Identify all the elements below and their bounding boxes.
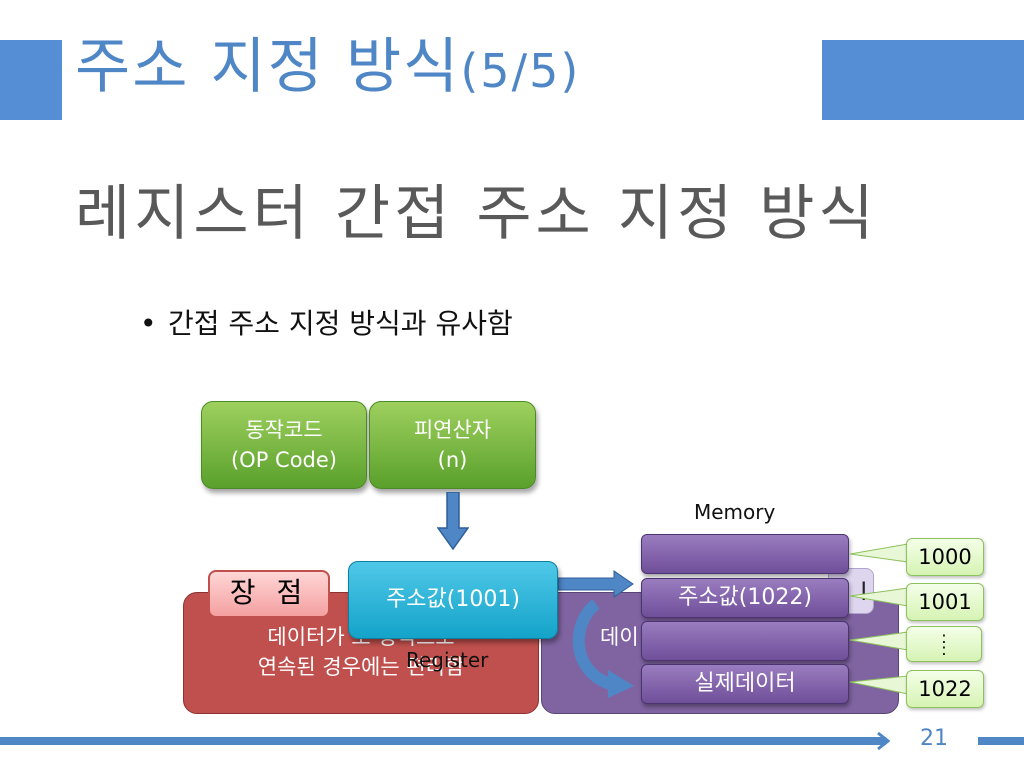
footer-rule — [0, 737, 886, 745]
advantage-line2: 연속된 경우에는 편리함 — [257, 655, 465, 679]
header-accent-right — [822, 40, 1024, 120]
slide-title-paren: (5/5) — [460, 44, 581, 98]
memory-cell-1001: 주소값(1022) — [641, 578, 849, 618]
footer-rule-right — [978, 737, 1024, 745]
bullet-item: • 간접 주소 지정 방식과 유사함 — [140, 302, 513, 346]
disadvantage-line1: 데이 — [600, 625, 639, 649]
operand-box: 피연산자 (n) — [369, 401, 536, 489]
register-label: Register — [406, 648, 489, 672]
arrow-right-icon — [558, 570, 634, 598]
address-1001: 1001 — [906, 583, 984, 621]
slide-title: 주소 지정 방식(5/5) — [75, 28, 580, 110]
operand-line1: 피연산자 — [413, 418, 492, 442]
register-box: 주소값(1001) — [348, 561, 558, 639]
memory-label: Memory — [694, 500, 776, 524]
arrow-down-icon — [437, 492, 469, 550]
memory-cell-1022: 실제데이터 — [641, 664, 849, 704]
address-1022: 1022 — [906, 670, 984, 708]
bullet-dot-icon: • — [140, 307, 157, 340]
address-1000: 1000 — [906, 538, 984, 576]
slide-title-main: 주소 지정 방식 — [75, 32, 461, 102]
address-ellipsis: : : — [906, 626, 982, 662]
address-callout-lines — [849, 543, 909, 695]
opcode-line1: 동작코드 — [245, 418, 323, 442]
curved-arrow-icon — [572, 600, 634, 698]
bullet-text: 간접 주소 지정 방식과 유사함 — [168, 307, 513, 340]
address-ellipsis-top: : — [941, 628, 947, 647]
opcode-box: 동작코드 (OP Code) — [201, 401, 367, 489]
footer-arrowhead-icon — [877, 731, 890, 751]
opcode-line2: (OP Code) — [230, 448, 337, 472]
slide-subtitle: 레지스터 간접 주소 지정 방식 — [75, 179, 878, 249]
operand-line2: (n) — [437, 448, 468, 472]
memory-cell-1000 — [641, 534, 849, 574]
advantage-badge: 장 점 — [208, 570, 330, 618]
header-accent-left — [0, 40, 62, 120]
address-ellipsis-bottom: : — [941, 640, 947, 659]
page-number: 21 — [920, 726, 948, 751]
memory-cell-gap — [641, 621, 849, 661]
